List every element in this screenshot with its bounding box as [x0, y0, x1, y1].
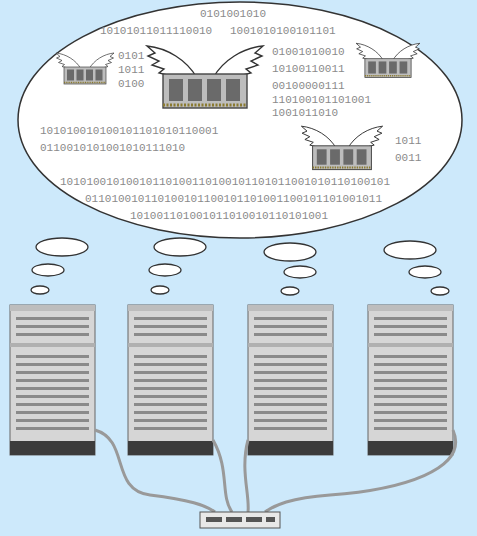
- binary-digits: 01001010010: [272, 46, 345, 59]
- binary-digits: 1001011010: [272, 107, 338, 120]
- binary-digits: 0100: [118, 78, 144, 91]
- binary-wrap: 101010010100101101010110001: [40, 125, 218, 138]
- binary-digits: 1011: [395, 135, 421, 148]
- binary-wrap: 1001011010: [272, 107, 338, 120]
- binary-digits: 00100000111: [272, 80, 345, 93]
- data-cloud: [18, 2, 462, 238]
- binary-wrap: 110100101101001: [272, 94, 371, 107]
- binary-digits: 10100110011: [272, 63, 345, 76]
- binary-digits: 0110100101101001011001011010011001011010…: [85, 193, 382, 206]
- binary-wrap: 0101001010: [200, 8, 266, 21]
- binary-wrap: 0011: [395, 152, 421, 165]
- thought-bubbles: [31, 238, 449, 295]
- binary-wrap: 10100110011: [272, 63, 345, 76]
- binary-digits: 0110010101001010111010: [40, 142, 185, 155]
- binary-digits: 0101: [118, 50, 144, 63]
- binary-wrap: 1010100101001011010011010010110101100101…: [60, 176, 390, 189]
- binary-wrap: 00100000111: [272, 80, 345, 93]
- servers: [10, 305, 453, 455]
- binary-digits: 0101001010: [200, 8, 266, 21]
- binary-digits: 0011: [395, 152, 421, 165]
- binary-digits: 1001010100101101: [230, 25, 336, 38]
- binary-digits: 110100101101001: [272, 94, 371, 107]
- binary-wrap: 0110010101001010111010: [40, 142, 185, 155]
- network-switch: [200, 512, 280, 528]
- binary-wrap: 1011: [118, 64, 144, 77]
- binary-digits: 101010010100101101010110001: [40, 125, 218, 138]
- binary-wrap: 1001010100101101: [230, 25, 336, 38]
- network-cables: [95, 430, 456, 512]
- binary-wrap: 0100: [118, 78, 144, 91]
- binary-wrap: 1011: [395, 135, 421, 148]
- binary-wrap: 101001101001011010010110101001: [130, 210, 328, 223]
- binary-wrap: 0101: [118, 50, 144, 63]
- binary-digits: 1010100101001011010011010010110101100101…: [60, 176, 390, 189]
- binary-wrap: 01001010010: [272, 46, 345, 59]
- binary-digits: 101001101001011010010110101001: [130, 210, 328, 223]
- binary-digits: 1011: [118, 64, 144, 77]
- binary-wrap: 0110100101101001011001011010011001011010…: [85, 193, 382, 206]
- binary-digits: 10101011011110010: [100, 25, 212, 38]
- binary-wrap: 10101011011110010: [100, 25, 212, 38]
